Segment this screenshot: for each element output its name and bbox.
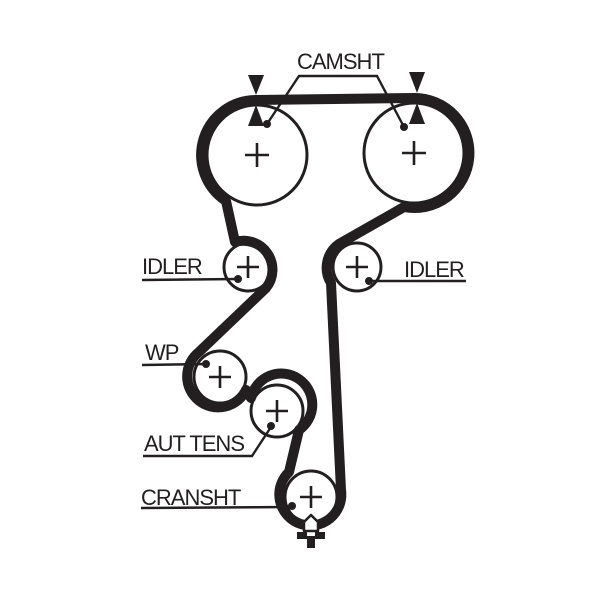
idler-left-center-cross	[237, 256, 259, 278]
water-pump-label: WP	[145, 340, 179, 365]
crankshaft-timing-pointer-icon	[297, 532, 325, 548]
crankshaft-center-cross	[300, 486, 322, 508]
water-pump-leader-dot	[202, 360, 210, 368]
idler-left-leader-dot	[234, 275, 242, 283]
idler-right-center-cross	[346, 256, 368, 278]
idler-right-leader-dot	[365, 277, 373, 285]
water-pump-center-cross	[209, 366, 231, 388]
camshaft-left-center-cross	[245, 143, 269, 167]
idler-left-leader-line	[141, 277, 239, 282]
camshaft-left-leader-dot	[263, 120, 271, 128]
idler-left-label: IDLER	[142, 254, 203, 279]
camshaft-right-leader-dot	[400, 123, 408, 131]
crankshaft-label: CRANSHT	[141, 485, 241, 510]
crankshaft-leader-line	[140, 505, 293, 510]
idler-right-label: IDLER	[404, 257, 465, 282]
alignment-arrows-right-icon	[409, 72, 425, 124]
water-pump-leader-line	[141, 362, 207, 367]
tensioner-label: AUT TENS	[144, 431, 245, 456]
tensioner-leader-dot	[267, 422, 275, 430]
timing-belt	[182, 92, 475, 531]
alignment-arrows-left-icon	[248, 75, 264, 126]
camshaft-label: CAMSHT	[297, 49, 385, 74]
tensioner-leader-line	[143, 426, 273, 458]
crankshaft-leader-dot	[288, 502, 296, 510]
tensioner-center-cross	[266, 400, 288, 422]
camshaft-leader-line	[266, 74, 406, 128]
crankshaft-timing-tab-icon	[302, 513, 320, 533]
camshaft-right-center-cross	[402, 141, 426, 165]
